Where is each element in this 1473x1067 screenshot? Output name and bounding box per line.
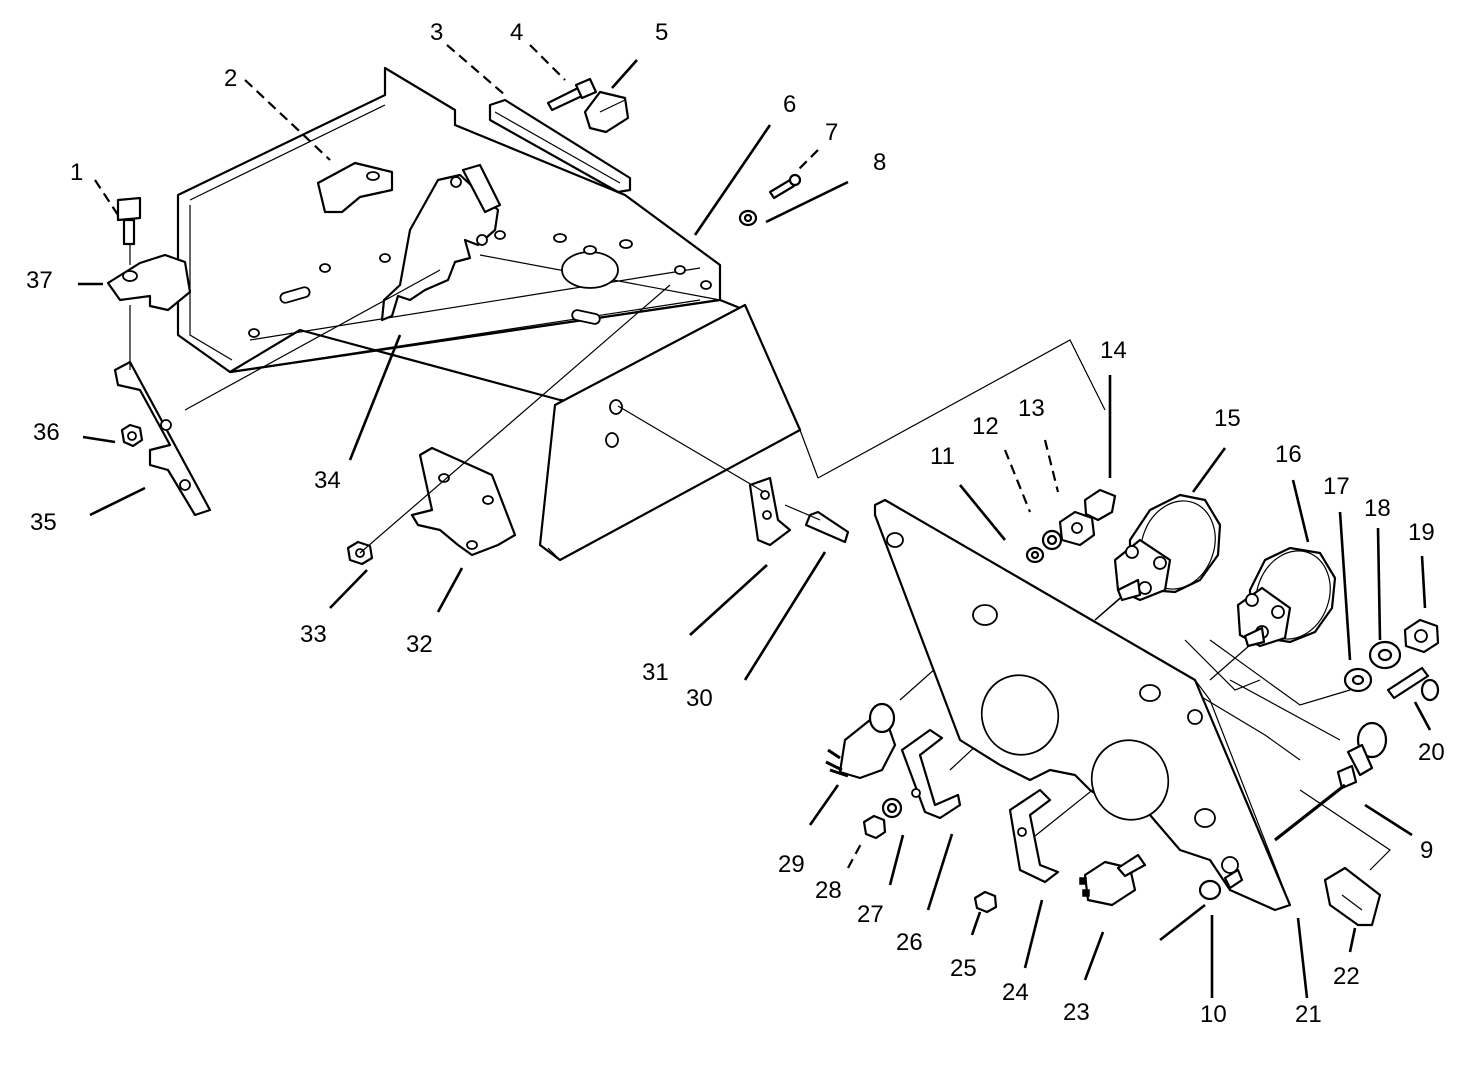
part-8-washer [738, 209, 758, 227]
part-7-screw [768, 173, 802, 200]
callout-37: 37 [26, 267, 53, 294]
part-21-instrument-panel [873, 498, 1292, 912]
part-20-bolt [1386, 666, 1440, 702]
callout-1: 1 [70, 159, 83, 186]
callout-labels: 1 2 3 4 5 6 7 8 9 10 11 12 13 14 15 16 1… [26, 19, 1445, 1028]
part-15-gauge [1094, 493, 1222, 621]
callout-12: 12 [972, 413, 999, 440]
callout-16: 16 [1275, 441, 1302, 468]
callout-5: 5 [655, 19, 668, 46]
callout-20: 20 [1418, 739, 1445, 766]
part-14-cap [1083, 488, 1117, 522]
callout-8: 8 [873, 149, 886, 176]
callout-22: 22 [1333, 963, 1360, 990]
part-28-nut [862, 814, 887, 840]
callout-24: 24 [1002, 979, 1029, 1006]
part-1-bolt [116, 196, 142, 265]
callout-9: 9 [1420, 837, 1433, 864]
callout-32: 32 [406, 631, 433, 658]
part-22-cover [1323, 866, 1382, 927]
callout-29: 29 [778, 851, 805, 878]
callout-33: 33 [300, 621, 327, 648]
part-19-nut [1403, 618, 1440, 654]
callout-23: 23 [1063, 999, 1090, 1026]
part-27-washer [881, 797, 903, 819]
part-12-washer [1041, 529, 1063, 551]
callout-7: 7 [825, 119, 838, 146]
part-23-switch [1079, 853, 1147, 907]
callout-35: 35 [30, 509, 57, 536]
callout-21: 21 [1295, 1001, 1322, 1028]
part-5-knob [583, 90, 630, 134]
part-2-bracket [316, 161, 394, 214]
callout-14: 14 [1100, 337, 1127, 364]
part-11-washer [1025, 546, 1045, 564]
part-37-clamp [106, 253, 192, 312]
callout-28: 28 [815, 877, 842, 904]
part-34-lever [380, 163, 502, 322]
part-3-channel [488, 98, 632, 194]
callout-36: 36 [33, 419, 60, 446]
callout-19: 19 [1408, 519, 1435, 546]
part-31-clip [748, 476, 792, 547]
part-30-pin [804, 510, 850, 544]
callout-27: 27 [857, 901, 884, 928]
leader-lines [78, 44, 1432, 999]
part-32-bracket [410, 446, 517, 557]
callout-11: 11 [930, 443, 955, 470]
callout-4: 4 [510, 19, 523, 46]
callout-31: 31 [642, 659, 669, 686]
callout-18: 18 [1364, 495, 1391, 522]
part-36-nut [120, 423, 144, 448]
callout-3: 3 [430, 19, 443, 46]
part-16-gauge [1209, 546, 1337, 681]
part-4-bolt [546, 77, 598, 112]
part-13-nut [1058, 510, 1096, 547]
part-25-nut [973, 890, 998, 914]
callout-30: 30 [686, 685, 713, 712]
part-35-plate [113, 305, 212, 517]
part-18-washer [1368, 640, 1402, 670]
callout-6: 6 [783, 91, 796, 118]
callout-26: 26 [896, 929, 923, 956]
part-29-key-switch [825, 702, 897, 780]
part-24-bracket [1008, 788, 1060, 884]
part-17-washer [1343, 667, 1373, 693]
callout-25: 25 [950, 955, 977, 982]
callout-10: 10 [1200, 1001, 1227, 1028]
part-26-bracket [900, 728, 962, 820]
part-9-cable-control [1274, 721, 1388, 842]
callout-15: 15 [1214, 405, 1241, 432]
alignment-lines [184, 269, 1391, 871]
callout-13: 13 [1018, 395, 1045, 422]
part-10-screw [1159, 868, 1244, 942]
callout-2: 2 [224, 65, 237, 92]
callout-34: 34 [314, 467, 341, 494]
callout-17: 17 [1323, 473, 1350, 500]
